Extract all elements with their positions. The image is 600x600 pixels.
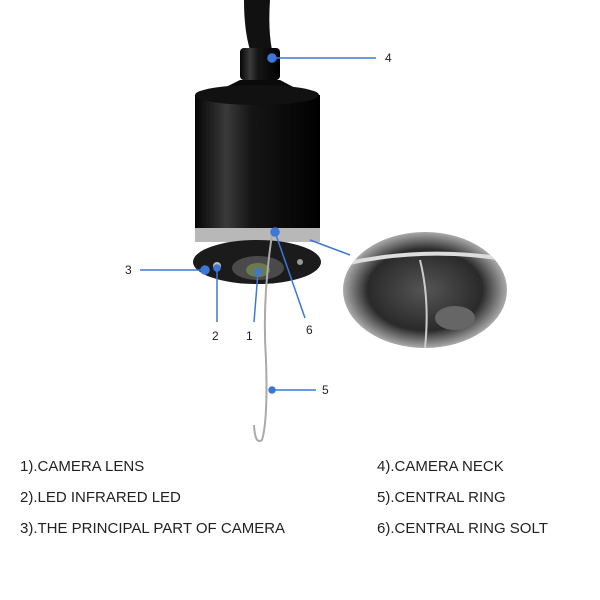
callout-2: 2 [212,329,219,343]
legend-item-2: 2).LED INFRARED LED [20,489,181,506]
cable [244,0,272,50]
legend-item-4: 4).CAMERA NECK [377,458,504,475]
legend-item-3: 3).THE PRINCIPAL PART OF CAMERA [20,520,286,537]
camera-body [193,85,321,284]
detail-inset [309,232,507,348]
callout-5: 5 [322,383,329,397]
central-ring-wire [253,234,273,442]
legend-item-1: 1).CAMERA LENS [20,458,145,475]
legend-item-6: 6).CENTRAL RING SOLT [377,520,548,537]
callout-6: 6 [306,323,313,337]
callout-lines [140,53,376,394]
callout-4: 4 [385,51,392,65]
callout-3: 3 [125,263,132,277]
callout-1: 1 [246,329,253,343]
legend-item-5: 5).CENTRAL RING [377,489,506,506]
